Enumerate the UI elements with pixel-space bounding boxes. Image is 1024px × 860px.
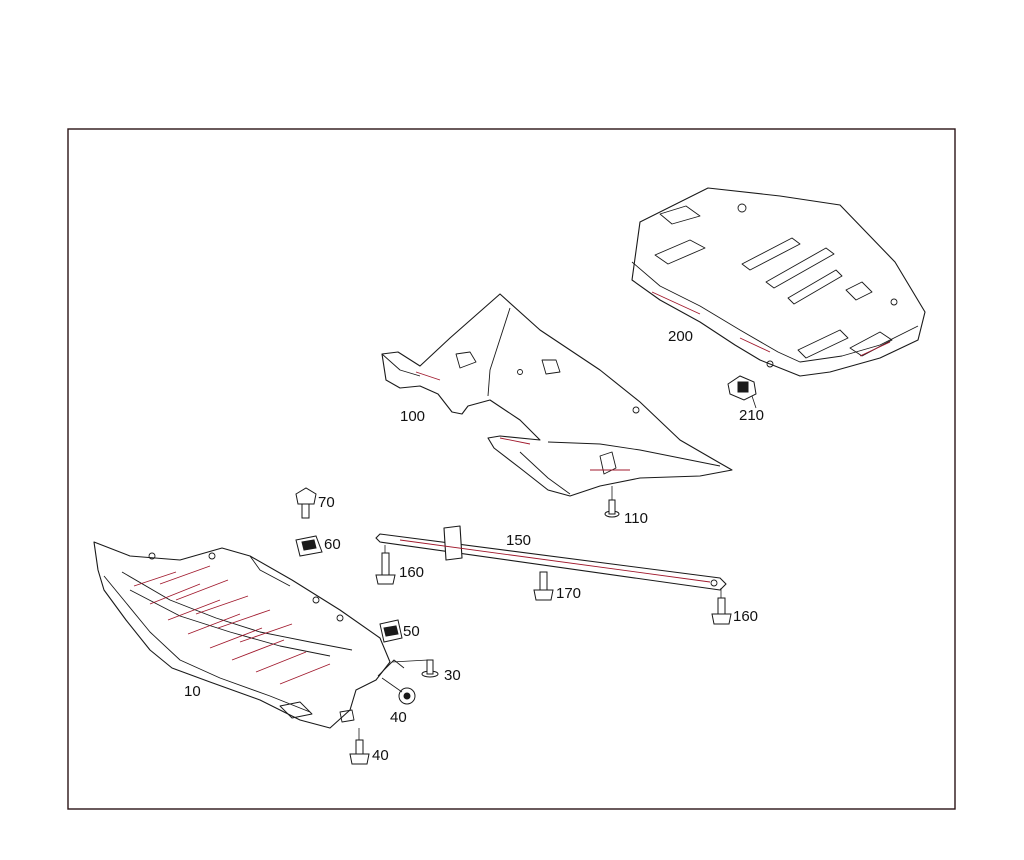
part-170-bolt	[533, 571, 554, 601]
callout-160-right: 160	[733, 608, 758, 625]
callout-70: 70	[318, 494, 335, 511]
part-110-bolt	[604, 486, 620, 518]
part-30-screw	[391, 659, 439, 678]
callout-160-left: 160	[399, 564, 424, 581]
callout-10: 10	[184, 683, 201, 700]
part-10-front-underbody-panel	[93, 541, 405, 729]
callout-170: 170	[556, 585, 581, 602]
part-40-bolt	[349, 728, 370, 765]
callout-100: 100	[400, 408, 425, 425]
part-50-clip-nut	[379, 619, 403, 643]
callout-110: 110	[624, 510, 648, 527]
part-160-bolt-left	[375, 545, 396, 585]
callout-200: 200	[668, 328, 693, 345]
callout-40-nut: 40	[390, 709, 407, 726]
callout-40-bolt: 40	[372, 747, 389, 764]
part-150-strut-bar	[375, 525, 727, 591]
diagram-frame	[67, 128, 956, 810]
part-100-central-underbody-panel	[381, 293, 733, 497]
part-70-bolt	[295, 487, 317, 519]
callout-30: 30	[444, 667, 461, 684]
part-200-rear-underbody-panel	[631, 187, 926, 377]
callout-60: 60	[324, 536, 341, 553]
callout-210: 210	[739, 407, 764, 424]
part-60-clip-nut	[295, 535, 323, 557]
part-160-bolt-right	[711, 588, 732, 625]
part-40-nut	[381, 677, 416, 705]
callout-50: 50	[403, 623, 420, 640]
callout-150: 150	[506, 532, 531, 549]
part-210-clip	[727, 375, 757, 409]
